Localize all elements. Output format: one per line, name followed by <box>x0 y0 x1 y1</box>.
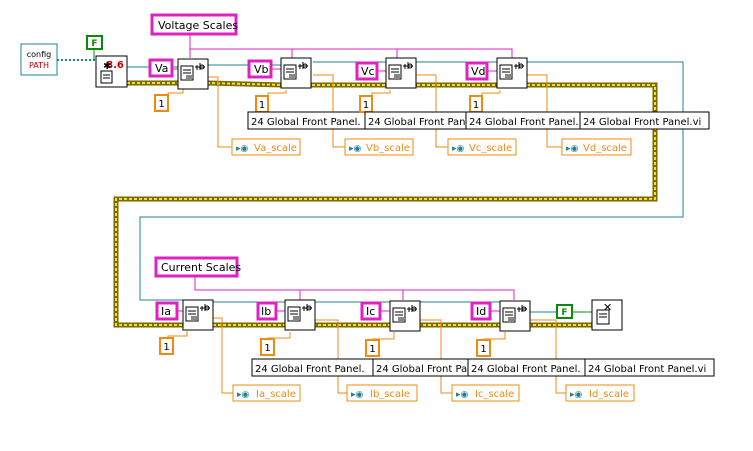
global-vc-scale[interactable]: ▸◉ Vc_scale <box>447 138 517 156</box>
global-vd-scale[interactable]: ▸◉ Vd_scale <box>561 138 632 156</box>
section-constant-vd[interactable]: Vd <box>465 61 489 81</box>
vi-ref-label: 24 Global Front Panel. <box>255 364 365 375</box>
sparkle-icon: ✱ <box>103 61 111 72</box>
read-key-node-va[interactable] <box>177 58 209 90</box>
section-label: Ib <box>261 305 271 318</box>
section-constant-id[interactable]: Id <box>470 301 492 321</box>
vi-ref-label: 24 Global Front Panel.vi <box>583 117 701 128</box>
open-config-node[interactable]: 8.6 ✱ <box>95 55 128 88</box>
index-constant-id[interactable]: 1 <box>476 339 491 357</box>
section-constant-ic[interactable]: Ic <box>360 301 382 321</box>
boolean-false-constant-top[interactable]: F <box>86 35 103 50</box>
section-label: Ia <box>161 305 171 318</box>
global-id-scale[interactable]: ▸◉ Id_scale <box>565 384 635 402</box>
section-label: Va <box>155 62 168 75</box>
vi-ref-label: 24 Global Front Panel. <box>368 117 478 128</box>
section-constant-va[interactable]: Va <box>148 58 174 78</box>
vi-ref-label: 24 Global Front Panel. <box>376 364 486 375</box>
globe-icon: ▸◉ <box>456 390 469 400</box>
close-config-node[interactable]: ✕ <box>591 299 623 331</box>
index-value: 1 <box>163 342 169 353</box>
index-constant-vc[interactable]: 1 <box>359 95 373 113</box>
vi-ref-label: 24 Global Front Panel. <box>469 117 579 128</box>
vi-ref-vb[interactable]: 24 Global Front Panel. <box>247 111 367 130</box>
current-scales-label: Current Scales <box>161 261 241 274</box>
read-key-node-ic[interactable] <box>389 300 421 332</box>
boolean-false-constant-bottom[interactable]: F <box>556 304 573 319</box>
global-va-scale[interactable]: ▸◉ Va_scale <box>231 138 301 156</box>
global-label: Vd_scale <box>583 143 627 154</box>
index-constant-vb[interactable]: 1 <box>255 95 269 113</box>
vi-ref-label: 24 Global Front Panel.vi <box>588 364 706 375</box>
open-config-badge: 8.6 <box>106 60 124 71</box>
global-label: Ia_scale <box>256 389 296 400</box>
vi-ref-vd[interactable]: 24 Global Front Panel. <box>465 111 582 130</box>
voltage-scales-constant[interactable]: Voltage Scales <box>150 13 238 36</box>
global-label: Ic_scale <box>475 389 514 400</box>
index-value: 1 <box>369 344 375 355</box>
current-scales-constant[interactable]: Current Scales <box>154 256 241 278</box>
index-value: 1 <box>363 100 369 111</box>
read-key-node-vc[interactable] <box>385 57 417 89</box>
section-constant-vc[interactable]: Vc <box>355 61 379 81</box>
close-x-icon: ✕ <box>603 301 612 314</box>
vi-ref-vc[interactable]: 24 Global Front Panel. <box>364 111 478 130</box>
section-label: Ic <box>366 305 375 318</box>
voltage-scales-label: Voltage Scales <box>158 19 238 32</box>
read-key-node-vd[interactable] <box>496 57 528 89</box>
section-label: Vd <box>471 65 486 78</box>
global-label: Ib_scale <box>370 389 410 400</box>
globe-icon: ▸◉ <box>566 144 579 154</box>
global-vb-scale[interactable]: ▸◉ Vb_scale <box>344 138 414 156</box>
index-constant-ic[interactable]: 1 <box>365 339 380 357</box>
boolean-false-label: F <box>91 39 97 49</box>
global-ic-scale[interactable]: ▸◉ Ic_scale <box>451 384 520 402</box>
section-label: Id <box>476 305 486 318</box>
index-value: 1 <box>264 343 270 354</box>
index-constant-vd[interactable]: 1 <box>469 95 483 113</box>
section-constant-ia[interactable]: Ia <box>155 301 179 321</box>
globe-icon: ▸◉ <box>351 390 364 400</box>
globe-icon: ▸◉ <box>349 144 362 154</box>
read-key-node-ib[interactable] <box>284 299 316 331</box>
config-path-line1: config <box>27 50 51 59</box>
section-label: Vb <box>254 63 269 76</box>
vi-ref-last-current[interactable]: 24 Global Front Panel.vi <box>584 358 715 377</box>
vi-ref-label: 24 Global Front Panel. <box>251 117 361 128</box>
vi-ref-last-voltage[interactable]: 24 Global Front Panel.vi <box>579 111 710 130</box>
global-label: Vc_scale <box>469 143 512 154</box>
index-value: 1 <box>480 344 486 355</box>
global-label: Vb_scale <box>366 143 410 154</box>
boolean-false-label: F <box>561 308 567 318</box>
index-value: 1 <box>473 100 479 111</box>
globe-icon: ▸◉ <box>237 390 250 400</box>
vi-ref-ib[interactable]: 24 Global Front Panel. <box>251 358 375 377</box>
global-label: Va_scale <box>254 143 297 154</box>
index-value: 1 <box>259 100 265 111</box>
global-ib-scale[interactable]: ▸◉ Ib_scale <box>346 384 418 402</box>
index-value: 1 <box>158 99 164 110</box>
read-key-node-ia[interactable] <box>182 299 214 331</box>
section-constant-vb[interactable]: Vb <box>247 59 273 79</box>
global-label: Id_scale <box>589 389 629 400</box>
config-path-line2: PATH <box>29 61 49 70</box>
config-path-constant[interactable]: config PATH <box>20 43 58 76</box>
section-constant-ib[interactable]: Ib <box>256 301 278 321</box>
vi-ref-label: 24 Global Front Panel. <box>471 364 581 375</box>
globe-icon: ▸◉ <box>236 144 249 154</box>
read-key-node-vb[interactable] <box>280 57 312 89</box>
global-ia-scale[interactable]: ▸◉ Ia_scale <box>232 384 301 402</box>
globe-icon: ▸◉ <box>452 144 465 154</box>
index-constant-ia[interactable]: 1 <box>159 337 174 355</box>
read-key-node-id[interactable] <box>499 300 531 332</box>
index-constant-ib[interactable]: 1 <box>260 338 275 356</box>
globe-icon: ▸◉ <box>570 390 583 400</box>
vi-ref-id[interactable]: 24 Global Front Panel. <box>467 358 587 377</box>
section-label: Vc <box>361 65 375 78</box>
index-constant-va[interactable]: 1 <box>154 94 169 112</box>
